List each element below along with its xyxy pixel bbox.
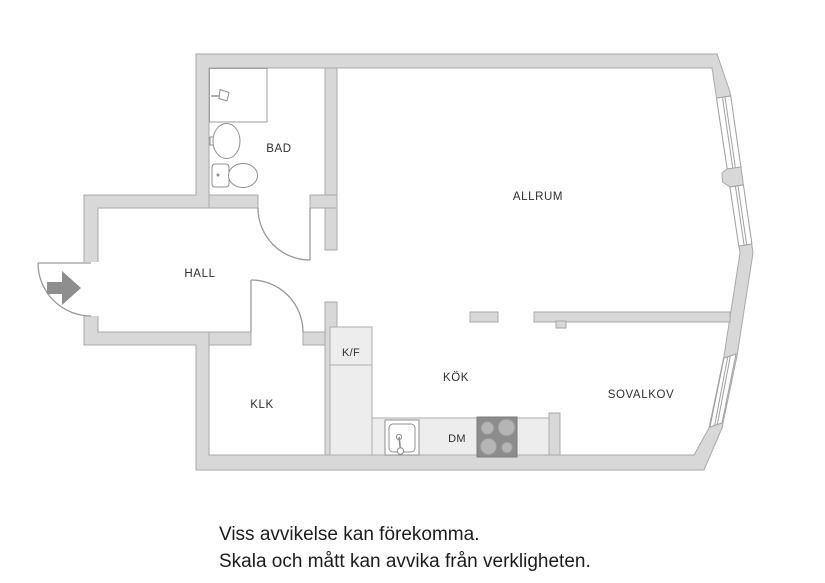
window-icon [715, 95, 742, 170]
closet-door-icon [250, 279, 304, 333]
wall-bad-bottom-right [309, 194, 338, 209]
window-mullion [721, 166, 744, 188]
label-dm: DM [448, 433, 466, 445]
fridge-freezer-cabinet [329, 326, 373, 366]
wall-bad-right [324, 67, 338, 251]
label-kok: KÖK [443, 372, 469, 384]
label-hall: HALL [184, 268, 215, 280]
bathroom [209, 68, 268, 188]
bathroom-door-icon [257, 207, 311, 261]
label-allrum: ALLRUM [513, 191, 563, 203]
label-bad: BAD [266, 143, 291, 155]
shower-area [209, 68, 268, 123]
shower-faucet-icon [211, 88, 230, 102]
label-kf: K/F [342, 347, 360, 359]
window-icon [709, 353, 737, 428]
bathroom-sink-icon [209, 123, 241, 159]
wall-bad-bottom-left [208, 194, 259, 209]
wall-sovalkov-top [533, 311, 731, 323]
wall-klk-top-right [302, 331, 326, 346]
label-sovalkov: SOVALKOV [608, 389, 675, 401]
disclaimer: Viss avvikelse kan förekomma. Skala och … [219, 524, 591, 572]
kitchen [329, 326, 550, 458]
disclaimer-line2: Skala och mått kan avvika från verklighe… [219, 551, 591, 572]
windows [709, 95, 753, 428]
wall-klk-top-left [208, 331, 252, 346]
wall-sovalkov-kitchen-stub [548, 412, 561, 456]
label-klk: KLK [250, 399, 274, 411]
entry-opening [83, 262, 100, 316]
window-icon [729, 184, 753, 247]
toilet-icon [211, 163, 258, 188]
kitchen-sink-icon [384, 419, 420, 456]
disclaimer-line1: Viss avvikelse kan förekomma. [219, 524, 479, 545]
stove-icon [476, 416, 518, 458]
doors [37, 207, 311, 333]
wall-sovalkov-notch [555, 320, 567, 329]
kitchen-counter-left [329, 364, 373, 456]
entry-arrow-icon [47, 271, 81, 305]
entry-door-icon [37, 262, 92, 317]
room-labels: BAD HALL ALLRUM KLK KÖK SOVALKOV K/F DM [184, 143, 675, 445]
interior-walls [208, 67, 731, 456]
wall-allrum-stub [469, 311, 499, 323]
